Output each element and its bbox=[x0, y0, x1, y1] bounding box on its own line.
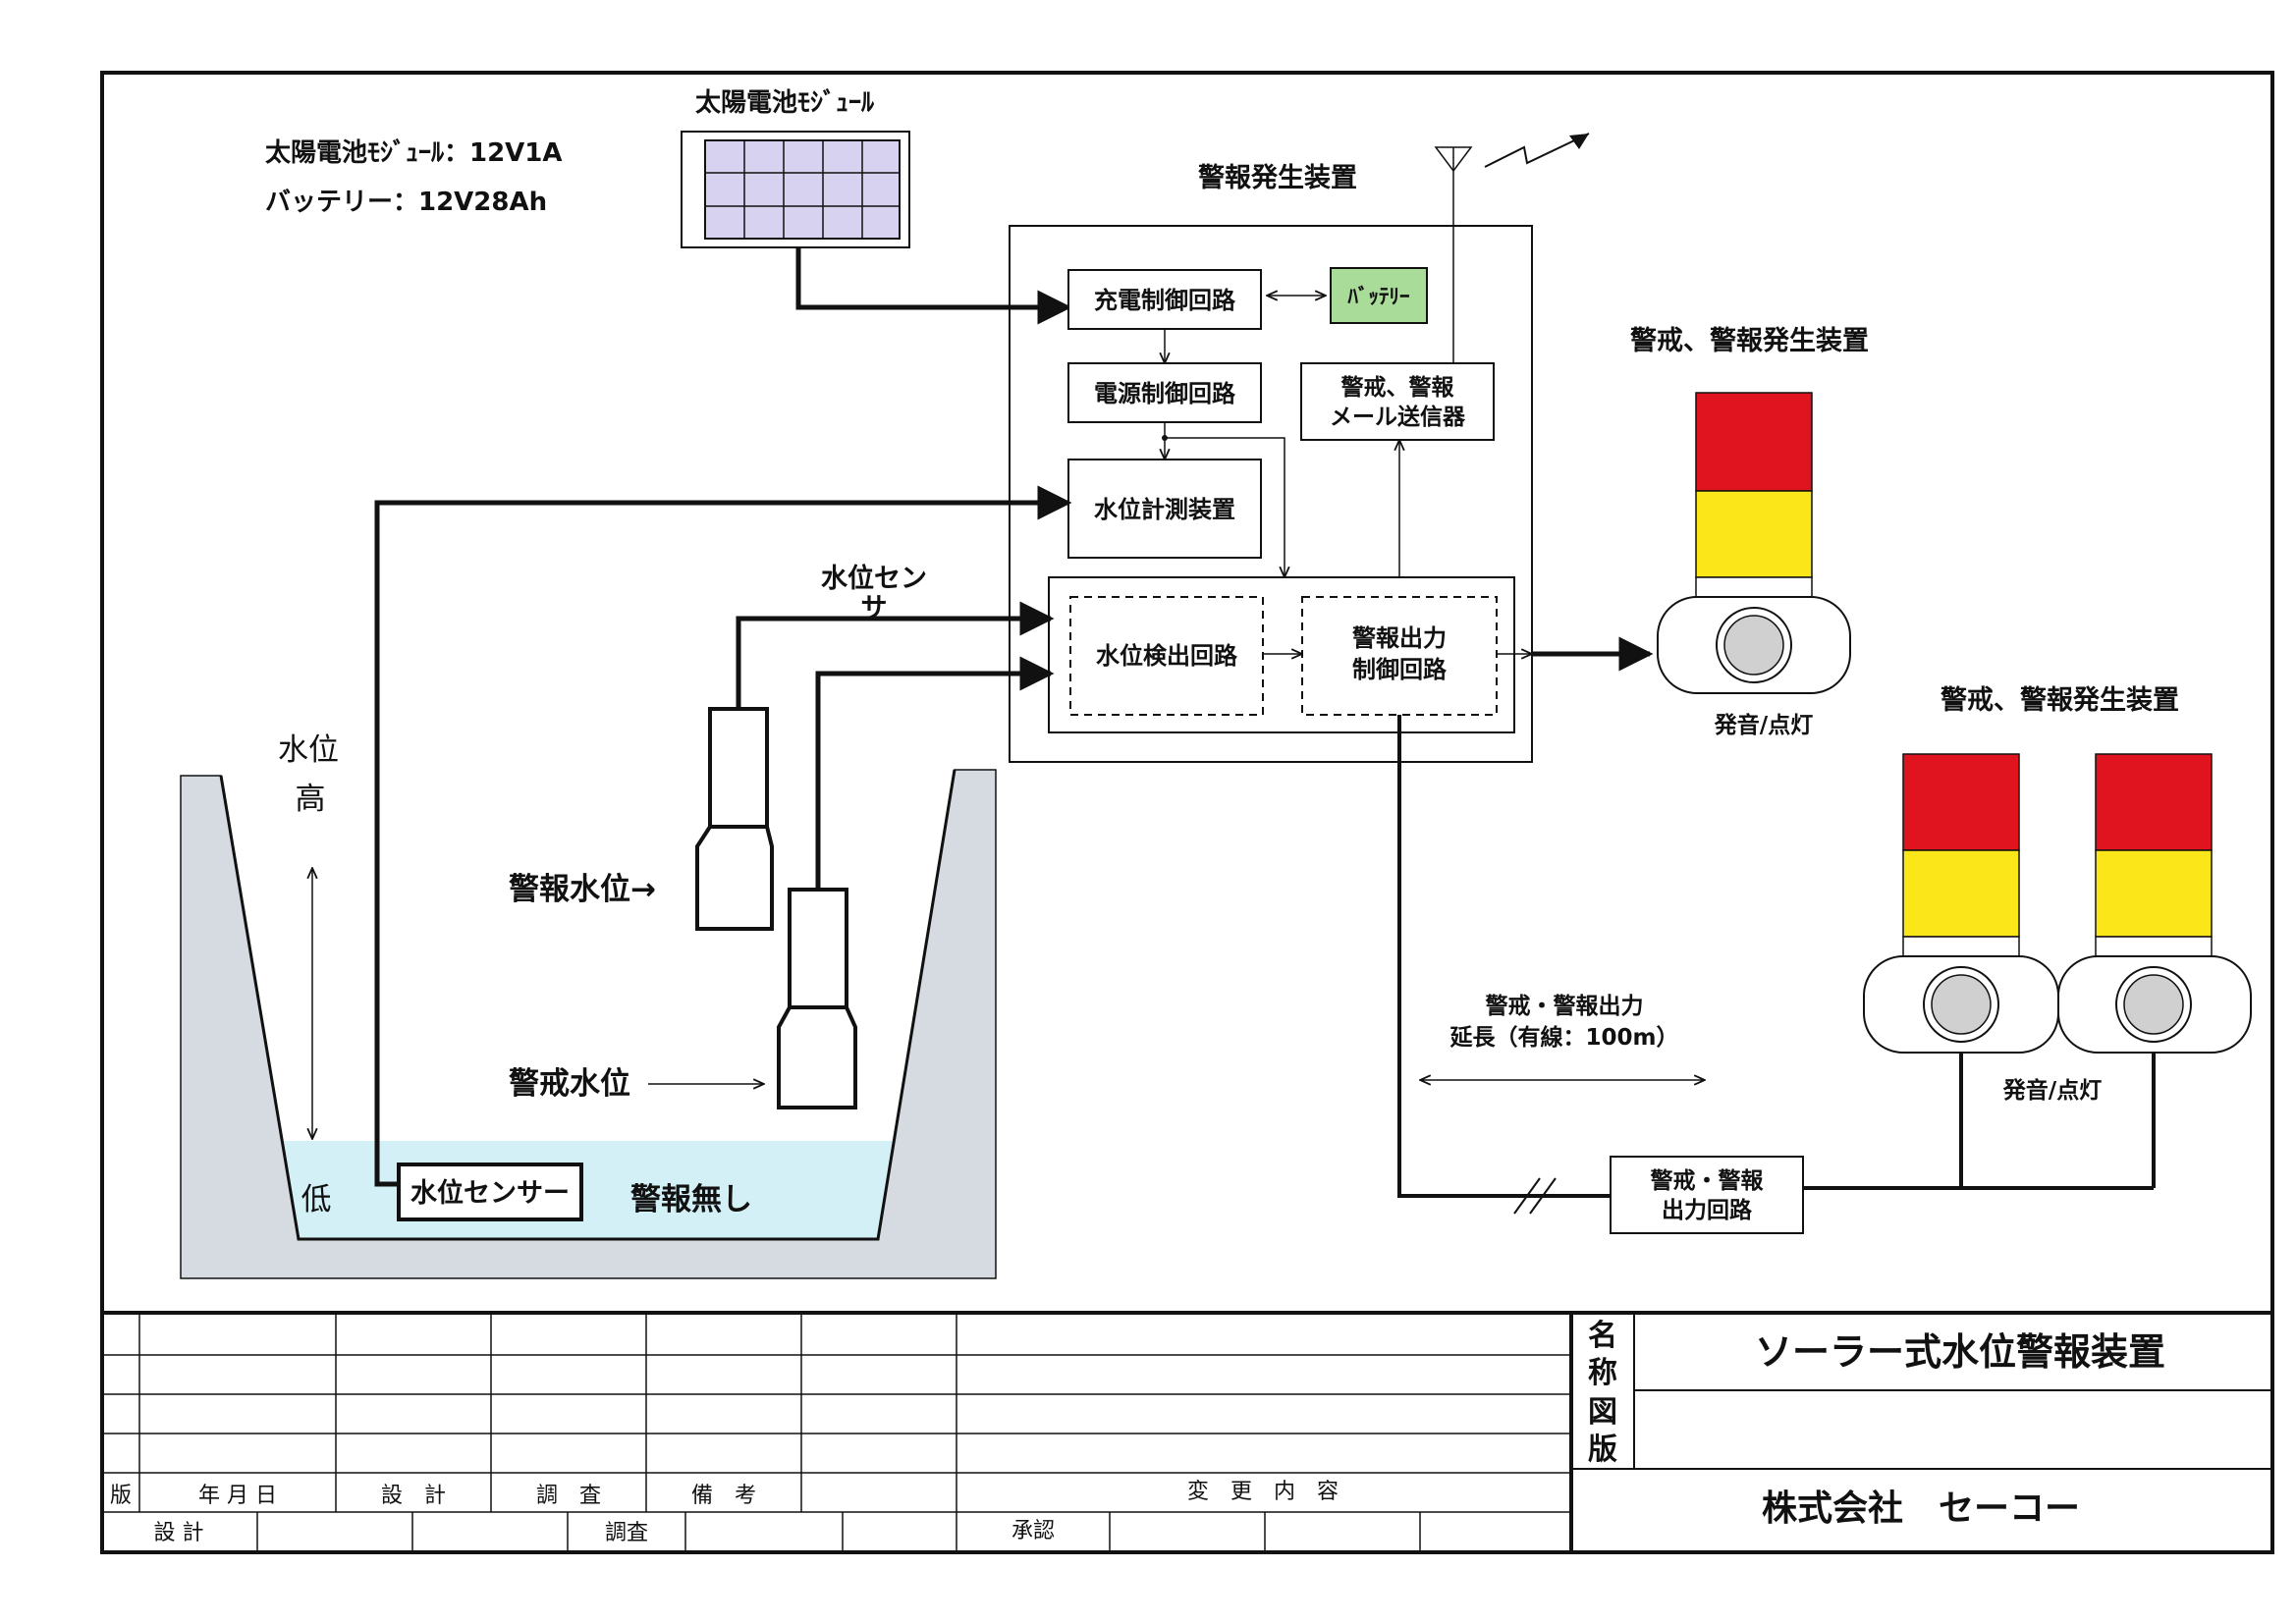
header-remarks: 備 考 bbox=[691, 1484, 756, 1508]
bottom-survey: 調査 bbox=[605, 1521, 648, 1545]
charge-control-label: 充電制御回路 bbox=[1094, 287, 1236, 314]
spec-battery: バッテリー：12V28Ah bbox=[265, 188, 547, 217]
header-edition: 版 bbox=[110, 1484, 132, 1508]
alarm-sensor-wire bbox=[736, 601, 1055, 709]
caution-level-label: 警戒水位 bbox=[509, 1066, 630, 1102]
spec-solar: 太陽電池ﾓｼﾞｭｰﾙ：12V1A bbox=[265, 137, 563, 168]
power-to-output-link bbox=[1165, 437, 1285, 577]
beacon-1-caption: 発音/点灯 bbox=[1714, 712, 1813, 738]
remote-output-label-2: 出力回路 bbox=[1662, 1197, 1753, 1223]
extension-wire bbox=[1397, 715, 1611, 1198]
solar-to-charge-wire bbox=[795, 247, 1072, 325]
alarm-level-label: 警報水位→ bbox=[509, 872, 656, 907]
caution-sensor-wire bbox=[815, 656, 1055, 890]
alarm-output-ctrl-label-2: 制御回路 bbox=[1352, 656, 1448, 683]
alarm-level-sensor bbox=[695, 707, 774, 931]
header-changes: 変 更 内 容 bbox=[1187, 1480, 1339, 1504]
level-low-label: 低 bbox=[301, 1182, 332, 1217]
charge-control-box bbox=[1067, 269, 1262, 330]
break-mark-1 bbox=[1513, 1177, 1541, 1215]
title-block-name-label-1: 名 bbox=[1588, 1319, 1617, 1353]
title-block-drawing-label-1: 図 bbox=[1588, 1395, 1617, 1430]
alarm-device-box bbox=[1009, 225, 1533, 763]
level-meter-box bbox=[1067, 459, 1262, 559]
drawing-title: ソーラー式水位警報装置 bbox=[1755, 1330, 2165, 1374]
bottom-sensor-wire bbox=[374, 485, 1072, 1187]
alarm-device-title: 警報発生装置 bbox=[1198, 163, 1357, 193]
beacon-1: 警戒、警報発生装置 発音/点灯 bbox=[1630, 326, 1869, 738]
extension-label-2: 延長（有線：100m） bbox=[1449, 1024, 1679, 1051]
no-alarm-label: 警報無し bbox=[630, 1182, 752, 1217]
level-detect-label: 水位検出回路 bbox=[1096, 642, 1238, 670]
header-date: 年 月 日 bbox=[198, 1484, 277, 1508]
header-survey: 調 査 bbox=[536, 1484, 601, 1508]
title-block-name-label-2: 称 bbox=[1588, 1356, 1617, 1390]
beacon-2-caption: 発音/点灯 bbox=[2002, 1077, 2102, 1104]
beacon-2: 警戒、警報発生装置 発音/点灯 bbox=[1803, 685, 2252, 1190]
level-detect-box bbox=[1069, 596, 1264, 716]
caution-level-sensor bbox=[777, 888, 857, 1109]
mail-transmitter-box bbox=[1300, 362, 1495, 441]
extension-label-1: 警戒・警報出力 bbox=[1486, 993, 1644, 1019]
remote-output-label-1: 警戒・警報 bbox=[1651, 1167, 1765, 1194]
company-name: 株式会社 セーコー bbox=[1762, 1488, 2080, 1529]
bottom-design: 設 計 bbox=[154, 1521, 204, 1545]
remote-output-box bbox=[1610, 1156, 1804, 1234]
header-design: 設 計 bbox=[381, 1484, 446, 1508]
sensor-label-1: 水位セン bbox=[821, 563, 927, 594]
power-control-label: 電源制御回路 bbox=[1094, 380, 1236, 407]
battery-box bbox=[1330, 267, 1428, 324]
mail-transmitter-label-1: 警戒、警報 bbox=[1341, 374, 1455, 401]
beacon-2-title: 警戒、警報発生装置 bbox=[1941, 685, 2179, 716]
beacon-1-title: 警戒、警報発生装置 bbox=[1630, 326, 1869, 356]
level-high-label: 高 bbox=[296, 782, 326, 817]
alarm-output-ctrl-label-1: 警報出力 bbox=[1351, 624, 1447, 652]
break-mark-2 bbox=[1529, 1177, 1557, 1215]
battery-label: ﾊﾞｯﾃﾘｰ bbox=[1347, 285, 1410, 308]
level-label: 水位 bbox=[278, 732, 339, 768]
level-meter-label: 水位計測装置 bbox=[1094, 496, 1235, 523]
title-block-drawing-label-2: 版 bbox=[1588, 1433, 1617, 1467]
detection-box bbox=[1048, 576, 1515, 733]
bottom-sensor-box bbox=[397, 1163, 583, 1221]
antenna-icon bbox=[1434, 133, 1590, 228]
solar-panel-title: 太陽電池ﾓｼﾞｭｰﾙ bbox=[695, 87, 875, 118]
bottom-approval: 承認 bbox=[1011, 1519, 1055, 1543]
title-block bbox=[102, 1311, 2272, 1554]
bottom-sensor-label: 水位センサー bbox=[410, 1177, 570, 1209]
mail-transmitter-label-2: メール送信器 bbox=[1330, 404, 1466, 430]
solar-panel: 太陽電池ﾓｼﾞｭｰﾙ bbox=[681, 87, 910, 248]
